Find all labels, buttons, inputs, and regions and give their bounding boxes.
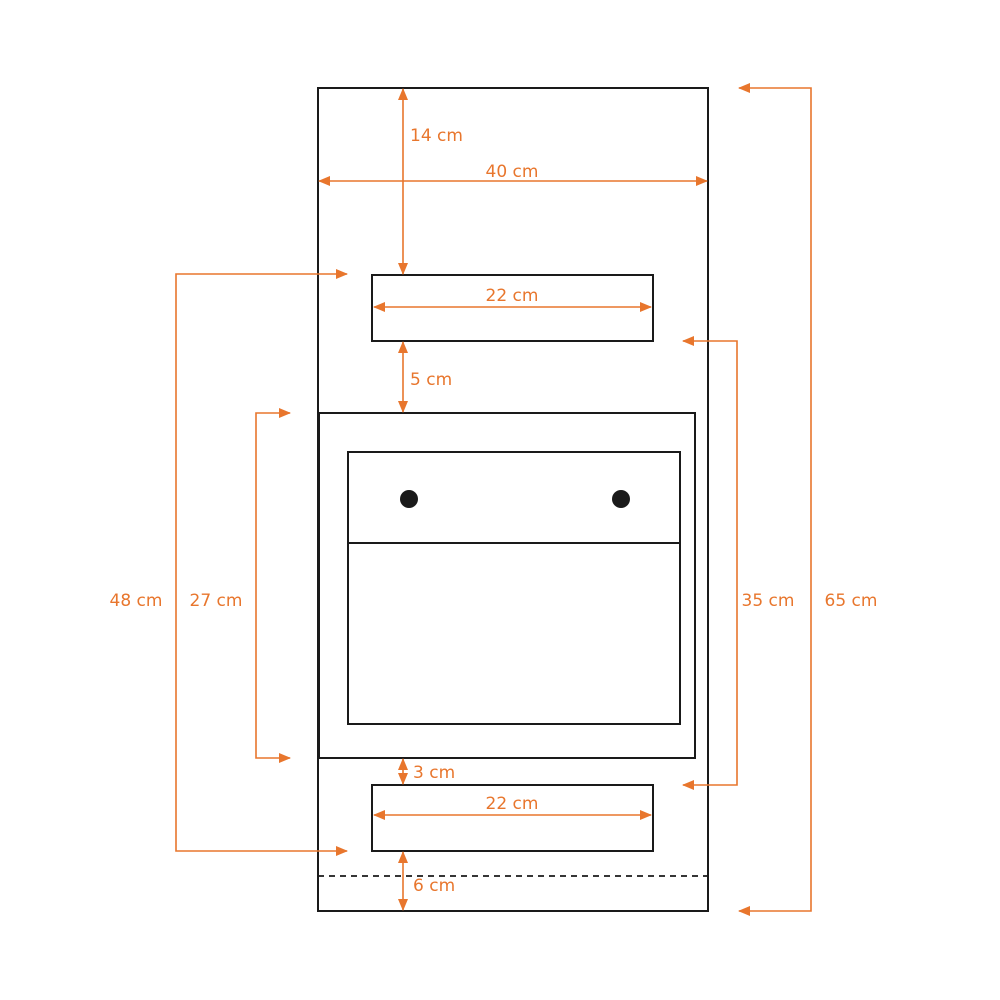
total-height-label: 65 cm bbox=[825, 591, 878, 611]
inner-right-height-label: 35 cm bbox=[742, 591, 795, 611]
total-height-bracket bbox=[738, 83, 812, 916]
lower-slot-width-label: 22 cm bbox=[486, 794, 539, 814]
upper-slot bbox=[371, 274, 654, 342]
cabinet-outer bbox=[318, 412, 696, 759]
upper-slot-width-label: 22 cm bbox=[486, 286, 539, 306]
lower-gap-label: 3 cm bbox=[413, 763, 455, 783]
inner-left-height-label: 27 cm bbox=[190, 591, 243, 611]
top-gap-label: 14 cm bbox=[410, 126, 463, 146]
panel-width-label: 40 cm bbox=[486, 162, 539, 182]
bottom-gap-label: 6 cm bbox=[413, 876, 455, 896]
inner-right-bracket bbox=[682, 336, 738, 790]
outer-left-height-label: 48 cm bbox=[110, 591, 163, 611]
outer-left-bracket bbox=[175, 269, 348, 856]
lower-slot bbox=[371, 784, 654, 852]
knob-icon bbox=[400, 490, 418, 508]
slot-gap-label: 5 cm bbox=[410, 370, 452, 390]
cabinet-inner bbox=[347, 451, 681, 725]
inner-left-bracket bbox=[255, 408, 291, 763]
knob-icon bbox=[612, 490, 630, 508]
main-panel bbox=[317, 87, 709, 912]
